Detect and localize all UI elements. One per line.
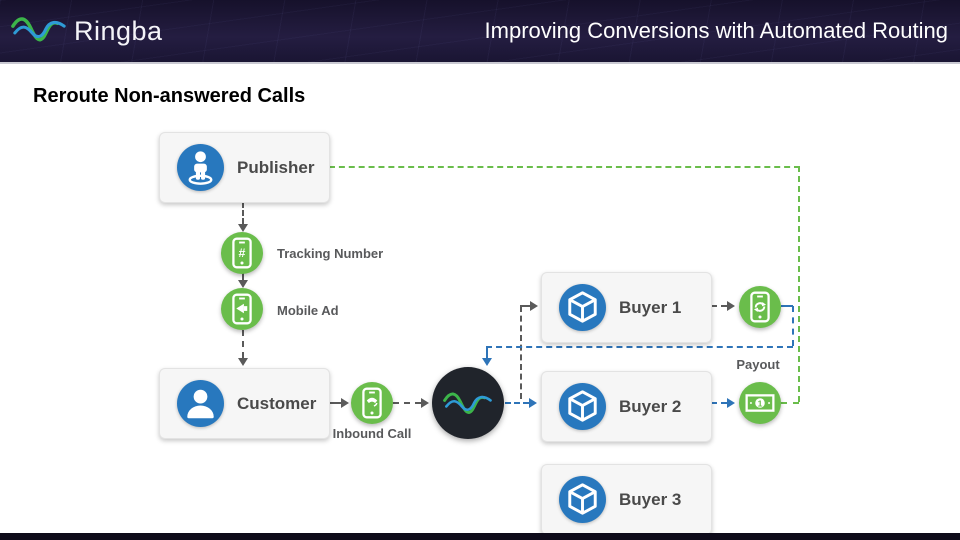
phone-refresh-icon <box>750 291 770 323</box>
cube-icon <box>559 383 606 430</box>
buyer-icon <box>568 291 597 323</box>
arrow-down-icon <box>238 280 248 288</box>
arrow-right-icon <box>530 301 538 311</box>
brand: Ringba <box>0 11 163 51</box>
connector-branch-buyer1-vertical <box>520 306 522 399</box>
slide-title: Improving Conversions with Automated Rou… <box>484 18 948 43</box>
connector-tracking-mobilead <box>242 273 244 280</box>
arrow-right-icon <box>727 398 735 408</box>
connector-payout-top <box>329 166 800 168</box>
node-buyer2: Buyer 2 <box>541 371 712 442</box>
phone-call-icon <box>362 387 382 419</box>
header-bar: Ringba Improving Conversions with Automa… <box>0 0 960 64</box>
cube-icon <box>559 284 606 331</box>
connector-reroute-down <box>792 306 794 346</box>
arrow-right-icon <box>341 398 349 408</box>
connector-payout-bottom <box>781 402 799 404</box>
arrow-right-icon <box>421 398 429 408</box>
connector-reroute-into-hub <box>486 346 488 358</box>
connector-reroute-right <box>781 305 793 307</box>
arrow-right-icon <box>529 398 537 408</box>
node-label: Customer <box>237 393 317 413</box>
connector-mobilead-customer <box>242 330 244 358</box>
connector-inbound-hub <box>393 402 421 404</box>
node-label: Buyer 1 <box>619 297 682 317</box>
inbound-call-node <box>351 382 393 424</box>
reroute-phone-node <box>739 286 781 328</box>
footer-bar <box>0 533 960 540</box>
ringba-logo-icon <box>11 17 66 42</box>
node-label: Buyer 3 <box>619 489 682 509</box>
page-title: Reroute Non-answered Calls <box>33 85 306 107</box>
connector-payout-vertical <box>798 166 800 402</box>
tracking-number-node: # <box>221 232 263 274</box>
person-icon <box>177 380 224 427</box>
mobile-ad-label: Mobile Ad <box>277 303 339 318</box>
buyer-icon <box>568 390 597 422</box>
node-buyer3: Buyer 3 <box>541 464 712 535</box>
node-label: Buyer 2 <box>619 396 682 416</box>
tracking-number-label: Tracking Number <box>277 246 384 261</box>
node-label: Publisher <box>237 157 315 177</box>
node-publisher: Publisher <box>159 132 330 203</box>
node-buyer1: Buyer 1 <box>541 272 712 343</box>
money-bill-icon: 1 <box>745 394 775 412</box>
connector-buyer1-reroute <box>711 305 727 307</box>
phone-megaphone-icon <box>232 293 252 325</box>
arrow-down-icon <box>482 358 492 366</box>
ringba-wave-icon <box>443 392 492 414</box>
connector-customer-inbound <box>329 402 341 404</box>
customer-icon <box>187 389 214 419</box>
node-customer: Customer <box>159 368 330 439</box>
connector-hub-buyer2 <box>505 402 529 404</box>
person-on-ring-icon <box>177 144 224 191</box>
arrow-down-icon <box>238 358 248 366</box>
connector-publisher-tracking <box>242 202 244 224</box>
publisher-icon <box>188 151 213 185</box>
payout-money-node: 1 <box>739 382 781 424</box>
arrow-down-icon <box>238 224 248 232</box>
phone-hash-icon: # <box>232 237 252 269</box>
svg-text:#: # <box>239 246 246 260</box>
arrow-right-icon <box>727 301 735 311</box>
mobile-ad-node <box>221 288 263 330</box>
connector-buyer2-payout <box>711 402 727 404</box>
ringba-hub-node <box>432 367 504 439</box>
cube-icon <box>559 476 606 523</box>
brand-name: Ringba <box>74 15 163 46</box>
payout-label: Payout <box>736 357 780 372</box>
inbound-call-label: Inbound Call <box>332 426 412 441</box>
buyer-icon <box>568 483 597 515</box>
svg-text:1: 1 <box>758 398 763 408</box>
connector-reroute-across <box>486 346 793 348</box>
connector-branch-buyer1-horizontal <box>520 305 530 307</box>
